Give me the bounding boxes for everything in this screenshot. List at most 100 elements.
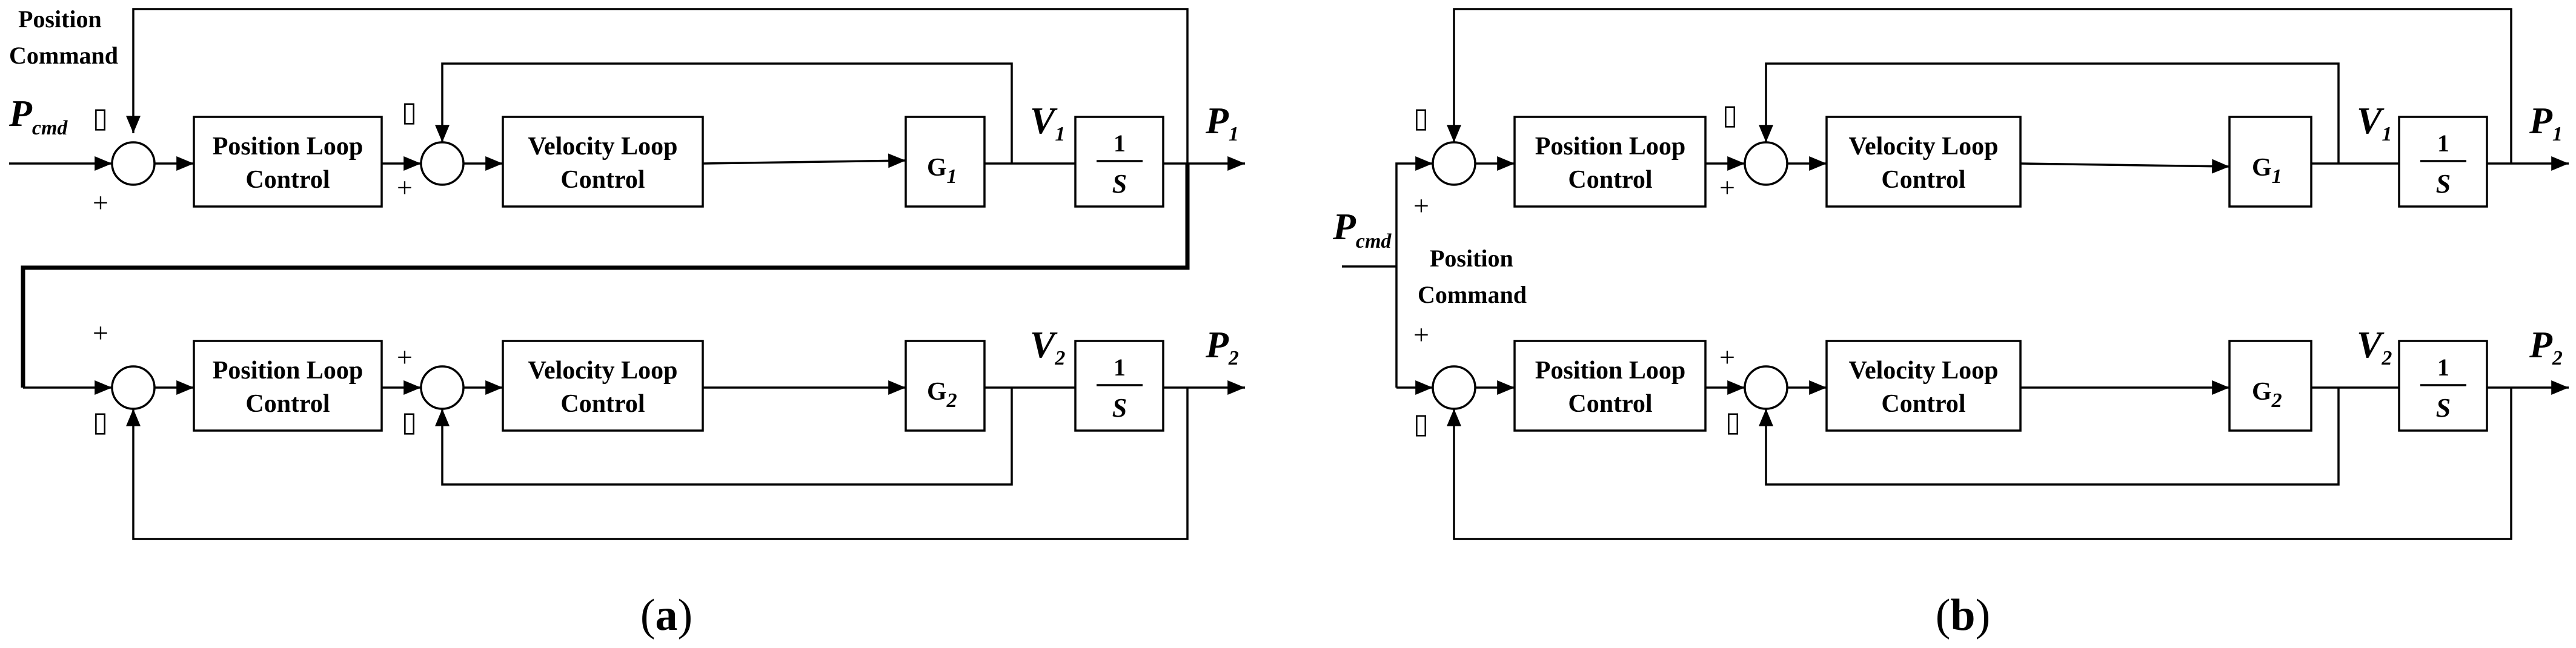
b-sign-plus: + — [1413, 190, 1429, 221]
b-g2-block: G2 — [2228, 340, 2312, 432]
b-position-feedback-1 — [1447, 8, 2512, 164]
b-sign-plus: + — [1719, 172, 1735, 203]
a-sign-plus: + — [93, 187, 108, 218]
svg-text:G1: G1 — [927, 154, 957, 188]
a-sign-minus: ▯ — [402, 406, 417, 437]
panel-a: Position Loop Control Velocity Loop Cont… — [8, 5, 1245, 640]
g-subscript: 1 — [947, 165, 957, 188]
a-velocity-loop-control-2: Velocity Loop Control — [502, 340, 704, 432]
block-label-line2: Control — [245, 166, 330, 194]
a-velocity-feedback-2 — [435, 388, 1013, 486]
svg-text:G2: G2 — [927, 378, 957, 412]
integrator-numerator: 1 — [2437, 354, 2449, 381]
block-label-line1: Position Loop — [213, 357, 363, 385]
integrator-denominator: S — [2436, 393, 2451, 423]
b-position-feedback-2 — [1447, 388, 2512, 540]
svg-text:G1: G1 — [2252, 154, 2282, 188]
b-sign-plus: + — [1719, 342, 1735, 372]
integrator-numerator: 1 — [2437, 130, 2449, 157]
b-v2-label: V2 — [2357, 325, 2392, 369]
b-velocity-loop-control-2: Velocity Loop Control — [1825, 340, 2022, 432]
a-position-loop-control-2: Position Loop Control — [193, 340, 383, 432]
a-sign-plus: + — [93, 317, 108, 348]
block-label-line2: Control — [1568, 390, 1652, 418]
b-sign-minus: ▯ — [1413, 408, 1429, 439]
block-label-line2: Control — [1568, 166, 1652, 194]
a-integrator-2: 1 S — [1074, 340, 1164, 432]
a-sum-pos-1 — [111, 141, 156, 186]
block-label-line2: Control — [245, 390, 330, 418]
a-integrator-1: 1 S — [1074, 116, 1164, 208]
b-pcmd-label: Pcmd — [1332, 207, 1392, 253]
a-sum-pos-2 — [111, 365, 156, 410]
b-velocity-feedback-2 — [1759, 388, 2340, 486]
caption-a: (a) — [640, 590, 692, 640]
b-sum-pos-2 — [1432, 365, 1476, 410]
b-p1-label: P1 — [2529, 101, 2563, 145]
b-velocity-loop-control-1: Velocity Loop Control — [1825, 116, 2022, 208]
a-position-command-line1: Position — [18, 5, 102, 33]
panel-b: Position Loop Control Velocity Loop Cont… — [1332, 8, 2569, 640]
a-v2-label: V2 — [1030, 325, 1065, 369]
a-g2-block: G2 — [905, 340, 986, 432]
a-sum-vel-2 — [420, 365, 465, 410]
integrator-denominator: S — [2436, 169, 2451, 199]
b-sum-pos-1 — [1432, 141, 1476, 186]
b-g1-block: G1 — [2228, 116, 2312, 208]
a-p1-label: P1 — [1205, 101, 1239, 145]
b-position-loop-control-2: Position Loop Control — [1513, 340, 1707, 432]
b-integrator-1: 1 S — [2398, 116, 2488, 208]
g-letter: G — [2252, 154, 2272, 182]
a-sign-minus: ▯ — [402, 96, 417, 127]
block-label-line2: Control — [1881, 390, 1965, 418]
b-sign-plus: + — [1413, 319, 1429, 350]
b-sign-minus: ▯ — [1725, 406, 1741, 437]
block-label-line2: Control — [560, 390, 645, 418]
integrator-numerator: 1 — [1114, 130, 1126, 157]
b-sign-minus: ▯ — [1722, 99, 1738, 130]
a-cross-coupling-bar — [21, 164, 1190, 388]
a-sign-minus: ▯ — [93, 406, 108, 437]
block-label-line1: Velocity Loop — [528, 133, 678, 160]
b-p2-label: P2 — [2529, 325, 2563, 369]
g-letter: G — [927, 154, 947, 182]
integrator-denominator: S — [1112, 393, 1127, 423]
block-label-line1: Position Loop — [1535, 357, 1686, 385]
a-position-loop-control-1: Position Loop Control — [193, 116, 383, 208]
a-sign-plus: + — [397, 342, 413, 372]
b-position-command-line1: Position — [1430, 245, 1513, 272]
b-integrator-2: 1 S — [2398, 340, 2488, 432]
g-subscript: 1 — [2272, 165, 2282, 188]
a-p2-label: P2 — [1205, 325, 1239, 369]
caption-b: (b) — [1936, 590, 1990, 640]
integrator-numerator: 1 — [1114, 354, 1126, 381]
b-velocity-feedback-1 — [1759, 62, 2340, 164]
block-label-line1: Velocity Loop — [1849, 133, 1999, 160]
a-sum-vel-1 — [420, 141, 465, 186]
b-sign-minus: ▯ — [1413, 102, 1429, 133]
a-velocity-loop-control-1: Velocity Loop Control — [502, 116, 704, 208]
b-sum-vel-2 — [1744, 365, 1788, 410]
a-sign-plus: + — [397, 172, 413, 203]
a-v1-label: V1 — [1030, 101, 1065, 145]
a-sign-minus: ▯ — [93, 102, 108, 133]
svg-text:G2: G2 — [2252, 378, 2282, 412]
a-outer-feedback-p1 — [126, 8, 1189, 164]
b-sum-vel-1 — [1744, 141, 1788, 186]
integrator-denominator: S — [1112, 169, 1127, 199]
a-pcmd-label: Pcmd — [8, 93, 68, 139]
g-subscript: 2 — [2271, 389, 2282, 412]
a-velocity-feedback-1 — [435, 62, 1013, 164]
b-pcmd-split — [1395, 156, 1433, 388]
g-letter: G — [2252, 378, 2272, 406]
block-label-line1: Position Loop — [1535, 133, 1686, 160]
b-v1-label: V1 — [2357, 101, 2392, 145]
a-g1-block: G1 — [905, 116, 986, 208]
b-position-command-line2: Command — [1418, 281, 1527, 308]
b-position-loop-control-1: Position Loop Control — [1513, 116, 1707, 208]
g-subscript: 2 — [946, 389, 957, 412]
a-position-feedback-2 — [126, 388, 1189, 540]
block-label-line1: Position Loop — [213, 133, 363, 160]
